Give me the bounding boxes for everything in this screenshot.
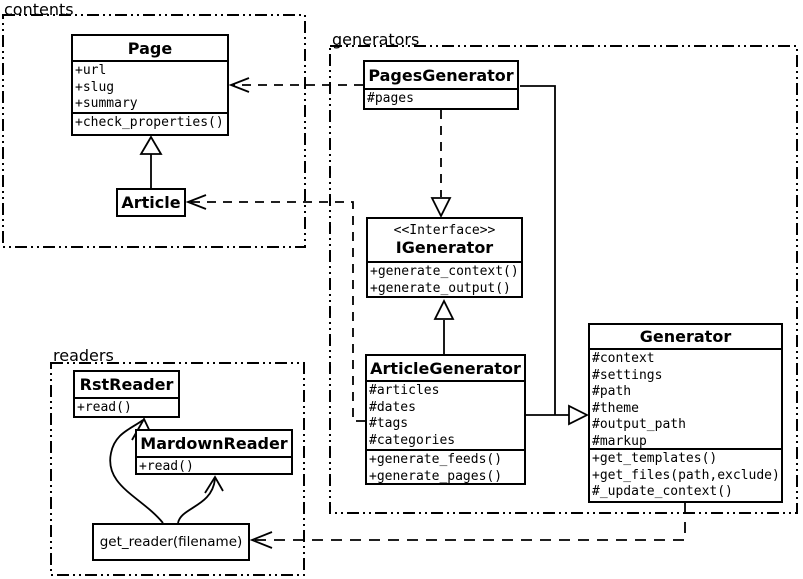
package-label-contents: contents [4,0,74,19]
method: +generate_context() [370,264,519,279]
attribute: +summary [75,96,138,111]
dependency-generator-to-getreader-arrowhead [249,531,273,549]
attribute: #tags [369,416,409,431]
package-border-readers [50,362,305,576]
class-article-title: Article [121,193,181,212]
class-article: Article [116,188,186,217]
association-getreader-to-rstreader-curve [109,419,164,524]
inheritance-pagesgenerator-to-generator-line [520,85,556,415]
inheritance-to-generator-triangle [568,404,590,426]
class-mardownreader-title: MardownReader [137,431,291,458]
method: +generate_feeds() [369,452,503,467]
package-label-readers: readers [53,346,114,365]
function-get-reader: get_reader(filename) [92,523,250,561]
class-generator: Generator #context #settings #path #them… [588,323,783,503]
class-generator-attributes: #context #settings #path #theme #output_… [590,350,781,450]
attribute: #categories [369,432,456,448]
attribute: +slug [75,79,115,95]
class-page-methods: +check_properties() [73,114,227,132]
attribute: #markup [592,433,647,449]
class-rstreader-methods: +read() [75,399,178,417]
class-articlegenerator-attributes: #articles #dates #tags #categories [367,382,524,451]
class-generator-title: Generator [590,325,781,350]
method: +get_files(path,exclude) [592,467,780,483]
class-pagesgenerator-attributes: #pages [365,90,517,108]
class-pagesgenerator: PagesGenerator #pages [363,60,519,110]
package-label-generators: generators [332,30,420,49]
association-getreader-to-mardownreader-arrowhead [204,475,224,494]
attribute: #pages [367,91,414,106]
class-igenerator-stereotype: <<Interface>> [393,223,496,238]
attribute: #context [592,351,655,366]
method: +read() [139,459,194,474]
class-rstreader: RstReader +read() [73,370,180,418]
dependency-generator-to-getreader-line [255,503,686,541]
method: +check_properties() [75,115,224,130]
method: +read() [77,400,132,415]
inheritance-article-to-page-triangle [139,135,163,155]
dependency-articlegenerator-to-article-line [190,201,365,422]
attribute: #output_path [592,417,686,432]
function-get-reader-label: get_reader(filename) [99,534,243,550]
method: #_update_context() [592,484,733,499]
attribute: #dates [369,399,416,415]
class-page-title: Page [73,36,227,62]
class-articlegenerator: ArticleGenerator #articles #dates #tags … [365,354,526,485]
dependency-articlegenerator-to-article-arrowhead [185,194,207,210]
class-page-attributes: +url +slug +summary [73,62,227,114]
association-getreader-to-mardownreader-curve [177,478,216,524]
class-articlegenerator-title: ArticleGenerator [367,356,524,382]
attribute: #settings [592,367,663,383]
method: +get_templates() [592,451,718,466]
class-pagesgenerator-title: PagesGenerator [365,62,517,90]
attribute: #articles [369,383,440,398]
class-articlegenerator-methods: +generate_feeds() +generate_pages() [367,451,524,485]
class-generator-methods: +get_templates() +get_files(path,exclude… [590,450,781,501]
class-igenerator-title: <<Interface>> IGenerator [368,219,521,263]
class-igenerator-name: IGenerator [395,238,494,257]
realization-pagesgenerator-to-igenerator-triangle [430,197,452,219]
package-border-contents [2,14,306,248]
method: +generate_output() [370,280,511,296]
attribute: +url [75,63,107,78]
attribute: #path [592,384,632,399]
attribute: #theme [592,400,639,416]
class-mardownreader: MardownReader +read() [135,429,293,475]
inheritance-articlegenerator-to-igenerator-triangle [433,298,455,320]
dependency-pagesgenerator-to-page-arrowhead [228,77,250,93]
class-page: Page +url +slug +summary +check_properti… [71,34,229,136]
method: +generate_pages() [369,468,503,484]
class-igenerator-methods: +generate_context() +generate_output() [368,263,521,297]
class-mardownreader-methods: +read() [137,458,291,476]
class-igenerator: <<Interface>> IGenerator +generate_conte… [366,217,523,298]
class-rstreader-title: RstReader [75,372,178,399]
package-border-generators [329,45,798,514]
